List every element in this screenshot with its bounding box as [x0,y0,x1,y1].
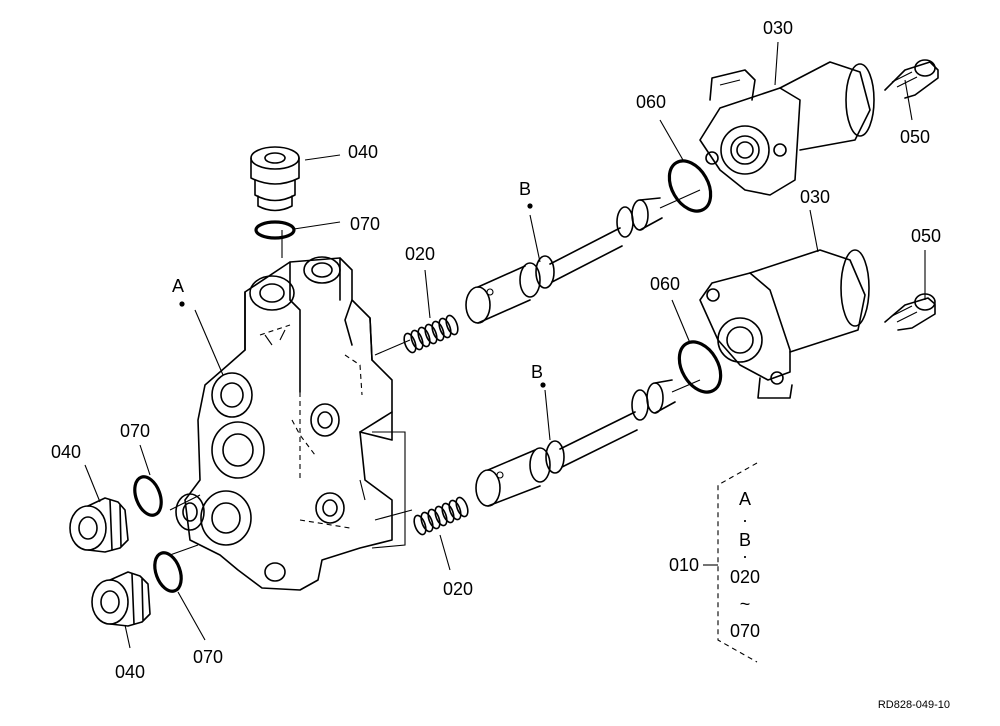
label-B-top: B [519,179,531,199]
label-040-top: 040 [348,142,378,162]
label-060-top: 060 [636,92,666,112]
assembly-item-a: A [739,489,751,509]
assembly-item-b: B [739,530,751,550]
label-050-top: 050 [900,127,930,147]
plug-040-left [69,497,129,553]
oring-060-top [667,159,713,213]
valve-body [175,256,406,591]
label-020-bottom: 020 [443,579,473,599]
spring-020-bottom [413,496,469,536]
assembly-separator-2: · [742,546,748,566]
spool-B-top [465,189,701,324]
label-060-mid: 060 [650,274,680,294]
assembly-bracket [717,462,758,663]
label-070-top: 070 [350,214,380,234]
label-030-top: 030 [763,18,793,38]
solenoid-030-top [699,61,875,196]
label-B-bottom: B [531,362,543,382]
oring-070-left [133,475,163,517]
assembly-range: ~ [740,594,751,614]
label-070-bottom: 070 [193,647,223,667]
label-010: 010 [669,555,699,575]
screw-050-top [884,59,939,99]
screw-050-mid [884,293,936,331]
plug-040-bottom [91,571,151,627]
label-040-bottom: 040 [115,662,145,682]
solenoid-030-mid [699,249,870,399]
assembly-separator-1: · [742,510,748,530]
oring-070-bottom [153,551,183,593]
reference-code: RD828-049-10 [878,699,950,711]
plug-040-top [250,146,300,212]
label-050-mid: 050 [911,226,941,246]
oring-070-top [254,220,296,240]
oring-060-mid [677,340,723,394]
spring-020-top [403,314,459,354]
label-070-left: 070 [120,421,150,441]
label-020-top: 020 [405,244,435,264]
label-040-left: 040 [51,442,81,462]
assembly-item-start: 020 [730,567,760,587]
label-030-mid: 030 [800,187,830,207]
assembly-item-end: 070 [730,621,760,641]
spool-B-bottom [475,379,701,507]
label-A: A [172,276,184,296]
